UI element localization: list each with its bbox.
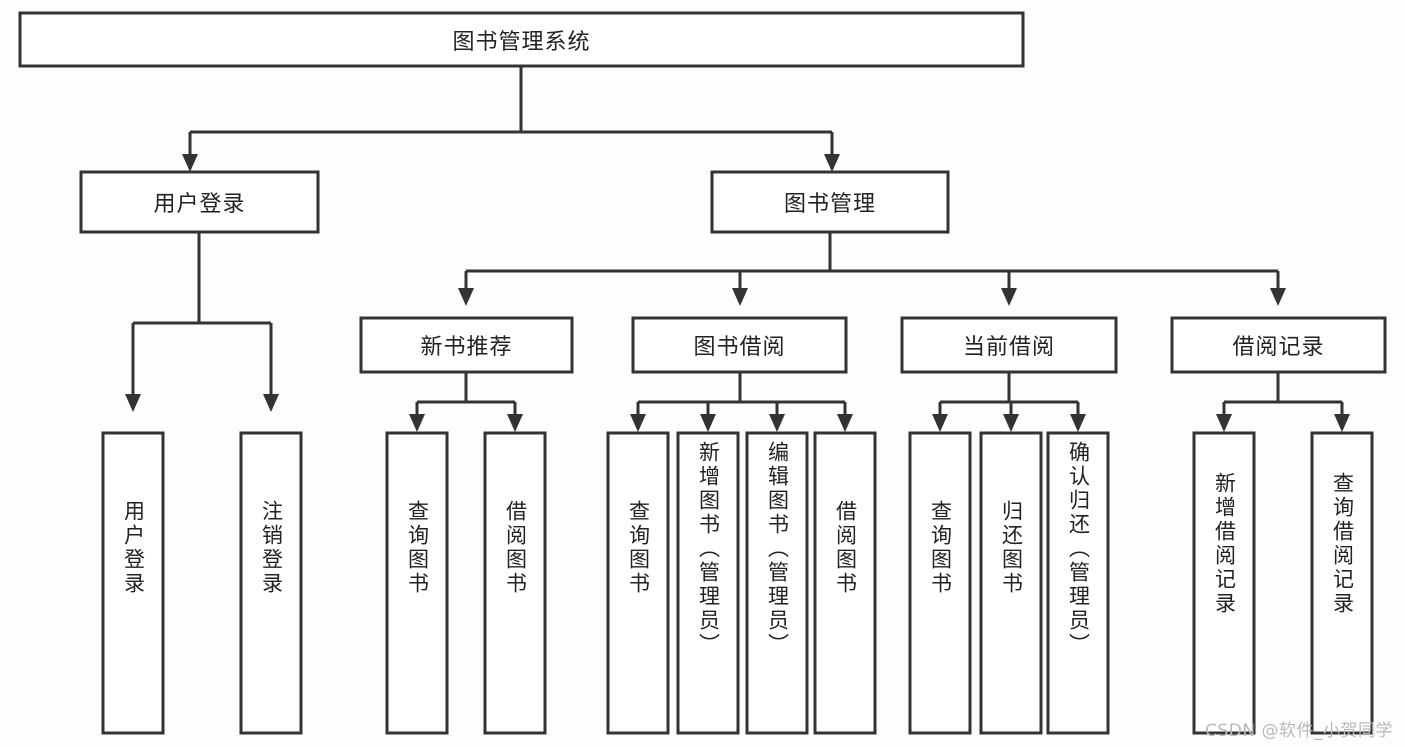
- node-box-borrow-record[interactable]: [1170, 316, 1387, 374]
- connector-newbook-to-leaves: [409, 372, 523, 432]
- connector-bookmanage-to-submodules: [458, 232, 1286, 306]
- node-box-leaf-add-book[interactable]: [676, 431, 740, 735]
- node-box-leaf-borrow-book-2[interactable]: [813, 431, 877, 735]
- node-box-new-book-recommend[interactable]: [359, 316, 574, 374]
- node-box-leaf-confirm-return[interactable]: [1046, 431, 1110, 735]
- node-box-book-manage[interactable]: [710, 170, 950, 234]
- node-box-leaf-query-record[interactable]: [1310, 431, 1374, 735]
- connector-currentborrow-to-leaves: [932, 372, 1086, 432]
- connector-bookborrow-to-leaves: [630, 372, 853, 432]
- node-box-book-borrow[interactable]: [631, 316, 848, 374]
- node-box-leaf-user-login[interactable]: [101, 431, 165, 735]
- node-box-current-borrow[interactable]: [900, 316, 1118, 374]
- node-box-leaf-logout-login[interactable]: [239, 431, 303, 735]
- node-box-leaf-edit-book[interactable]: [745, 431, 809, 735]
- node-box-root[interactable]: [18, 11, 1025, 68]
- connector-userlogin-to-leaves: [125, 232, 279, 412]
- node-box-leaf-query-book-3[interactable]: [908, 431, 972, 735]
- connector-borrowrecord-to-leaves: [1216, 372, 1350, 432]
- node-box-leaf-borrow-book-1[interactable]: [483, 431, 547, 735]
- node-box-leaf-query-book-1[interactable]: [385, 431, 449, 735]
- node-box-leaf-query-book-2[interactable]: [606, 431, 670, 735]
- node-box-leaf-return-book[interactable]: [979, 431, 1043, 735]
- node-box-leaf-add-record[interactable]: [1192, 431, 1256, 735]
- connector-root-to-bus: [182, 66, 840, 172]
- node-box-user-login[interactable]: [79, 170, 320, 234]
